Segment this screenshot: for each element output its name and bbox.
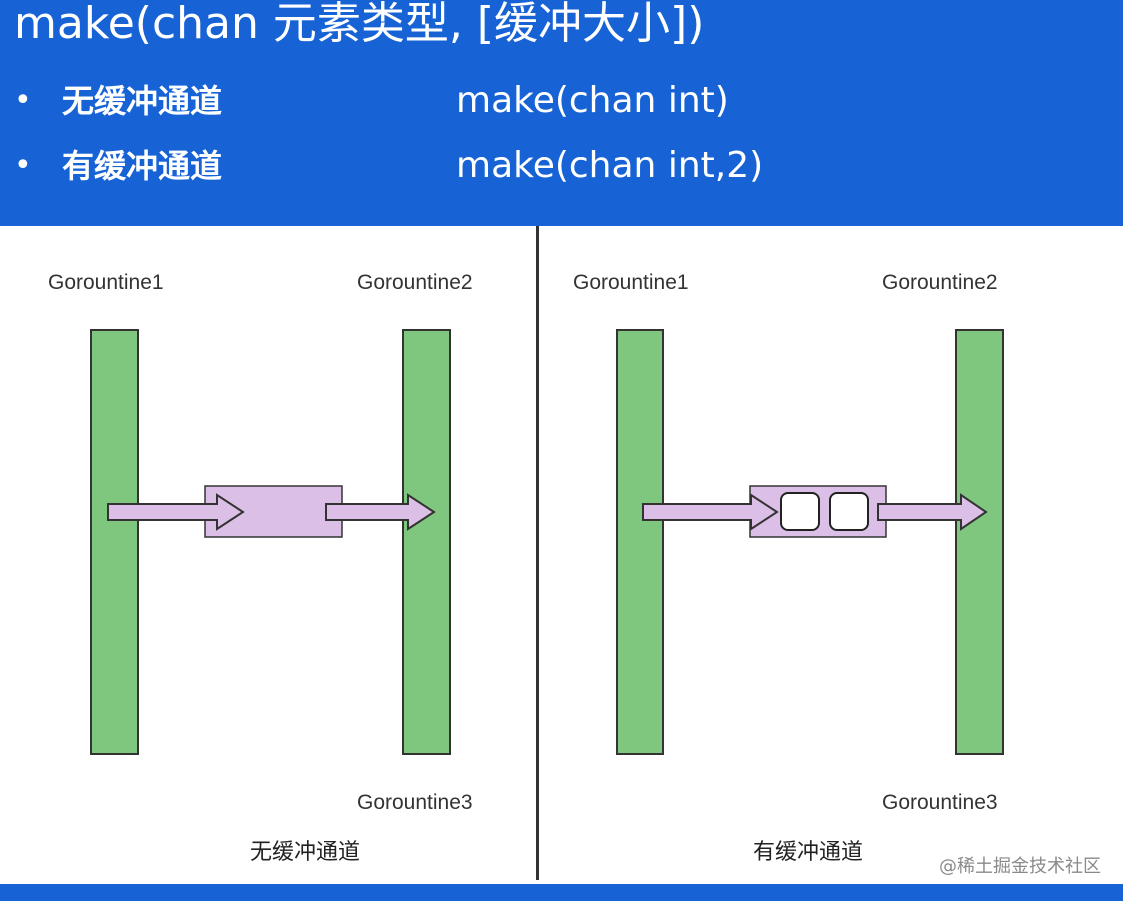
buffer-slot-1 [780,492,820,531]
goroutine2-label-right: Gorountine2 [882,271,998,294]
goroutine2-bar-right [955,329,1004,755]
send-arrow-right [642,493,779,531]
bullet-row-unbuffered: • 无缓冲通道 make(chan int) [0,76,1123,126]
goroutine3-label-right: Gorountine3 [882,791,998,814]
goroutine1-label-right: Gorountine1 [573,271,689,294]
channel-diagram [90,329,1004,755]
bullet-dot: • [14,148,32,183]
goroutine2-bar-left [402,329,451,755]
receive-arrow-right [877,493,988,531]
buffered-code: make(chan int,2) [456,145,764,186]
slide-title: make(chan 元素类型, [缓冲大小]) [14,0,705,49]
goroutine1-bar-right [616,329,664,755]
buffer-slot-2 [829,492,869,531]
goroutine3-label-left: Gorountine3 [357,791,473,814]
header: make(chan 元素类型, [缓冲大小]) • 无缓冲通道 make(cha… [0,0,1123,226]
goroutine2-label-left: Gorountine2 [357,271,473,294]
buffered-caption: 有缓冲通道 [753,840,864,865]
diagram-canvas: Gorountine1 Gorountine2 Gorountine3 无缓冲通… [0,226,1123,884]
goroutine1-bar-left [90,329,139,755]
unbuffered-caption: 无缓冲通道 [250,840,361,865]
receive-arrow-left [325,493,436,531]
panel-divider [536,226,539,880]
goroutine1-label-left: Gorountine1 [48,271,164,294]
unbuffered-code: make(chan int) [456,80,729,121]
send-arrow-left [107,493,245,531]
buffered-label: 有缓冲通道 [62,147,223,185]
unbuffered-label: 无缓冲通道 [62,82,223,120]
source-watermark: @稀土掘金技术社区 [939,856,1101,877]
bullet-row-buffered: • 有缓冲通道 make(chan int,2) [0,141,1123,191]
bullet-dot: • [14,83,32,118]
